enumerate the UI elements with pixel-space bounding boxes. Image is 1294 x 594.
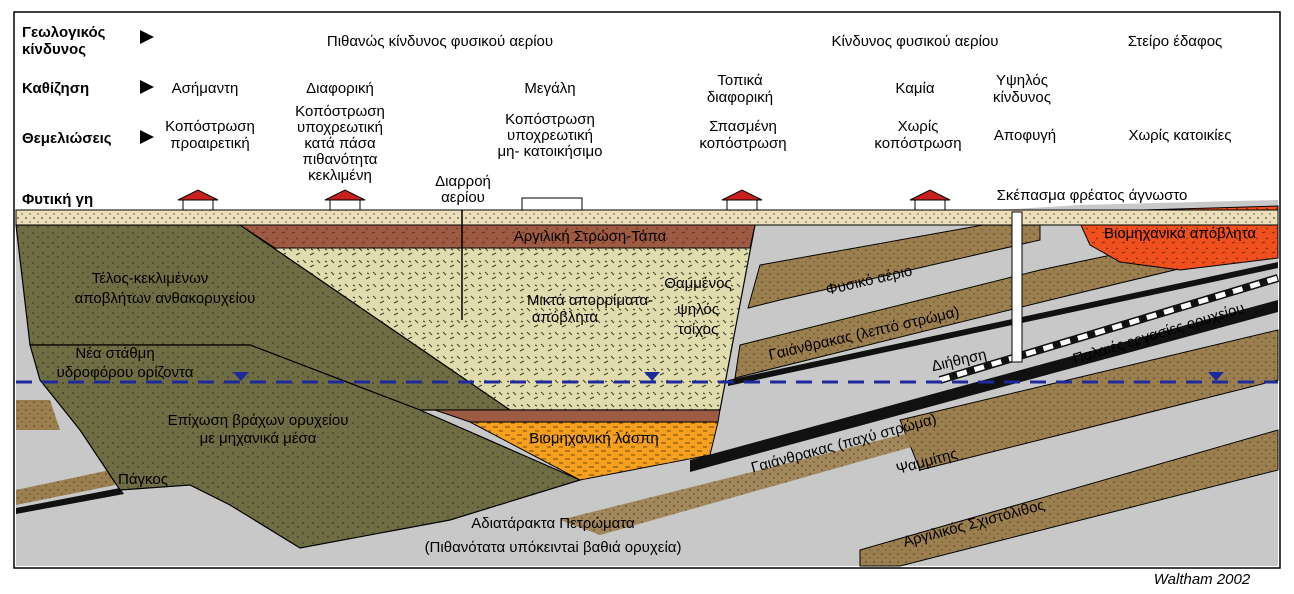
foundations-c2-3: κατά πάσα (304, 135, 376, 152)
water-table-marker (644, 372, 660, 381)
foundations-c5-2: κοπόστρωση (874, 135, 961, 152)
hazard-title-1: Γεωλογικός (22, 24, 106, 41)
gas-leak-label-2: αερίου (441, 189, 485, 206)
industrial-waste-label: Βιομηχανικά απόβλητα (1104, 225, 1256, 242)
foundations-c5-1: Χωρίς (898, 118, 939, 135)
section-body (15, 200, 1280, 567)
mixed-waste-label-2: απόβλητα (532, 309, 599, 326)
foundations-c2-2: υποχρεωτική (297, 119, 383, 136)
subsidence-c5: Καμία (895, 80, 934, 97)
foundations-c4-1: Σπασμένη (709, 118, 777, 135)
subsidence-c6-1: Υψηλός (996, 72, 1048, 89)
mine-shaft (1011, 211, 1023, 363)
old-mine-workings (939, 275, 1279, 383)
water-table-marker (233, 372, 249, 381)
foundations-c3-2: υποχρεωτική (507, 127, 593, 144)
subsidence-c3: Μεγάλη (524, 80, 575, 97)
shaft-cap-label: Σκέπασμα φρέατος άγνωστο (997, 187, 1188, 204)
hazard-col-c: Στείρο έδαφος (1128, 33, 1223, 50)
water-table-label-2: υδροφόρου ορίζοντα (57, 364, 194, 381)
arrow-icon (140, 80, 154, 94)
mixed-waste-label-1: Μικτά απορρίματα- (527, 292, 653, 309)
bench-label: Πάγκος (118, 471, 168, 488)
undisturbed-label-2: (Πιθανότατα υπόκειντai βαθιά ορυχεία) (425, 539, 682, 556)
subsidence-c2: Διαφορική (306, 80, 374, 97)
house-icon (909, 189, 951, 211)
buried-wall-label-1: Θαμμένος (664, 275, 731, 292)
foundations-c2-1: Κοπόστρωση (295, 103, 385, 120)
header-rows: Γεωλογικός κίνδυνος Πιθανώς κίνδυνος φυσ… (22, 24, 1232, 184)
houses (177, 189, 951, 211)
foundations-c4-2: κοπόστρωση (699, 135, 786, 152)
industrial-sludge-label: Βιομηχανική λάσπη (529, 430, 659, 447)
credit-label: Waltham 2002 (1154, 571, 1251, 588)
backfill-label-2: με μηχανικά μέσα (200, 430, 317, 447)
foundations-c7: Χωρίς κατοικίες (1128, 127, 1231, 144)
house-icon (324, 189, 366, 211)
building-slab (521, 197, 583, 211)
buried-wall-label-3: τοίχος (678, 321, 718, 338)
subsidence-title: Καθίζηση (22, 80, 89, 97)
ground-surface-label: Φυτική γη (22, 191, 93, 208)
frame (13, 11, 1281, 569)
foundations-c3-3: μη- κατοικήσιμο (498, 143, 603, 160)
gas-leak-label-1: Διαρροή (435, 173, 491, 190)
subsidence-c4-2: διαφορική (707, 89, 773, 106)
foundations-c1-2: προαιρετική (170, 135, 250, 152)
subsidence-c6-2: κίνδυνος (993, 89, 1051, 106)
foundations-c2-5: κεκλιμένη (308, 167, 372, 184)
row-arrows (140, 30, 154, 144)
foundations-c3-1: Κοπόστρωση (505, 111, 595, 128)
buried-wall-label-2: ψηλός (677, 301, 719, 318)
subsidence-c4-1: Τοπικά (717, 72, 763, 89)
foundations-c6: Αποφυγή (994, 127, 1056, 144)
foundations-title: Θεμελιώσεις (22, 130, 112, 147)
clay-layer-label: Αργιλική Στρώση-Τάπα (514, 228, 667, 245)
tipped-waste-label-2: αποβλήτων ανθακορυχείου (75, 290, 256, 307)
hazard-col-b: Κίνδυνος φυσικού αερίου (832, 33, 999, 50)
coal-thin-seam (728, 262, 1278, 386)
house-icon (721, 189, 763, 211)
arrow-icon (140, 130, 154, 144)
foundations-c1-1: Κοπόστρωση (165, 118, 255, 135)
hazard-title-2: κίνδυνος (22, 41, 86, 58)
undisturbed-label-1: Αδιατάρακτα Πετρώματα (471, 515, 635, 532)
hazard-col-a: Πιθανώς κίνδυνος φυσικού αερίου (327, 33, 553, 50)
tipped-waste-label-1: Τέλος-κεκλιμένων (92, 270, 209, 287)
water-table-marker (1208, 372, 1224, 381)
subsidence-c1: Ασήμαντη (172, 80, 239, 97)
backfill-label-1: Επίχωση βράχων ορυχείου (168, 412, 349, 429)
coal-thick-seam (690, 300, 1278, 472)
house-icon (177, 189, 219, 211)
foundations-c2-4: πιθανότητα (303, 151, 378, 168)
arrow-icon (140, 30, 154, 44)
water-table-label-1: Νέα στάθμη (75, 345, 154, 362)
